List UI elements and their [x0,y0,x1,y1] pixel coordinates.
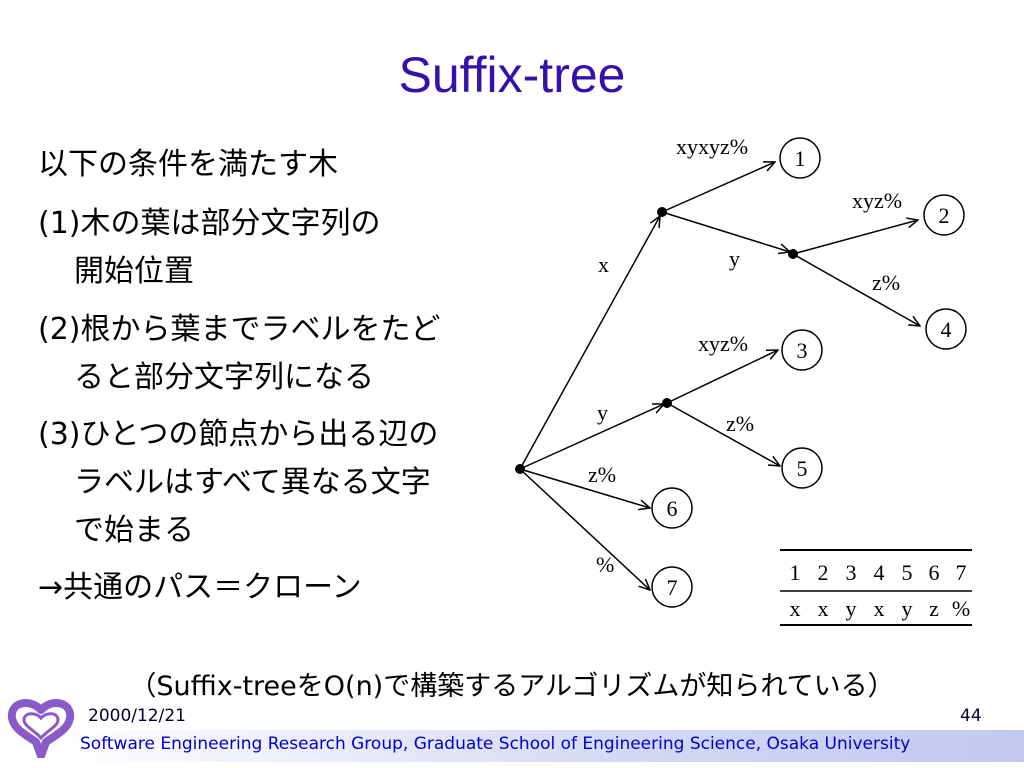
leaf-label-2: 2 [939,203,950,228]
edge-label-y-leaf5: z% [726,411,754,436]
suffix-tree-diagram: 1 2 3 4 5 6 7 x xyxyz% y xyz% z% y xyz% … [515,134,972,626]
bullet-condition-3-cont2: で始まる [74,513,194,548]
slide-title: Suffix-tree [398,47,626,103]
bullet-condition-3: (3)ひとつの節点から出る辺の [38,417,439,452]
table-char-5: y [902,596,913,621]
leaf-node-5 [781,447,823,489]
leaf-node-7 [651,566,693,608]
table-position-6: 6 [929,560,940,585]
bullet-condition-1: (1)木の葉は部分文字列の [38,206,381,241]
university-logo-icon [7,699,75,758]
table-position-5: 5 [902,560,913,585]
edge-root-y [519,404,664,470]
table-position-7: 7 [956,560,967,585]
table-char-6: z [929,596,939,621]
edge-x-leaf1 [661,162,775,213]
table-position-2: 2 [818,560,829,585]
leaf-node-3 [781,329,823,371]
internal-node-y [662,398,672,408]
edge-root-x [519,216,660,470]
leaf-node-1 [779,137,821,179]
leaf-label-5: 5 [797,456,808,481]
edge-label-root-y: y [597,400,608,425]
table-position-1: 1 [790,560,801,585]
footer-date: 2000/12/21 [88,706,186,726]
leaf-node-2 [923,194,965,236]
bullet-intro: 以下の条件を満たす木 [38,147,338,182]
leaf-label-1: 1 [795,146,806,171]
table-position-4: 4 [874,560,885,585]
bullet-condition-1-cont: 開始位置 [74,254,194,289]
footer-organization: Software Engineering Research Group, Gra… [80,734,911,754]
bullet-condition-2-cont: ると部分文字列になる [74,360,374,395]
bullet-condition-2: (2)根から葉までラベルをたど [38,312,441,347]
table-char-2: x [818,596,829,621]
edge-label-root-x: x [598,252,609,277]
edge-xy-leaf2 [792,220,918,255]
edge-xy-leaf4 [792,253,920,326]
edge-label-root-leaf6: z% [588,462,616,487]
slide-caption: （Suffix-treeをO(n)で構築するアルゴリズムが知られている） [129,671,895,702]
edge-label-x-y: y [729,246,740,271]
edge-root-leaf7 [519,468,650,590]
edge-root-leaf6 [519,468,650,508]
leaf-label-6: 6 [667,496,678,521]
leaf-label-3: 3 [797,338,808,363]
edge-label-xy-leaf2: xyz% [852,188,902,213]
internal-node-x [657,207,667,217]
table-position-3: 3 [846,560,857,585]
footer-page-number: 44 [960,706,982,726]
footer-band [0,730,1024,762]
edge-y-leaf5 [666,402,780,466]
table-char-1: x [790,596,801,621]
string-table: 1 2 3 4 5 6 7 x x y x y z % [780,549,972,626]
table-char-4: x [874,596,885,621]
edge-x-y [661,211,790,252]
leaf-label-7: 7 [667,575,678,600]
leaf-node-4 [925,308,967,350]
edge-label-root-leaf7: % [596,552,614,577]
edge-label-y-leaf3: xyz% [698,331,748,356]
edge-y-leaf3 [666,350,778,404]
bullet-condition-3-cont: ラベルはすべて異なる文字 [74,465,431,500]
bullet-conclusion: →共通のパス＝クローン [38,570,362,605]
leaf-node-6 [651,487,693,529]
table-char-3: y [846,596,857,621]
internal-node-xy [788,249,798,259]
edge-label-x-leaf1: xyxyz% [676,134,748,159]
edge-label-xy-leaf4: z% [872,270,900,295]
root-node [515,464,525,474]
table-char-7: % [952,596,970,621]
leaf-label-4: 4 [941,317,952,342]
